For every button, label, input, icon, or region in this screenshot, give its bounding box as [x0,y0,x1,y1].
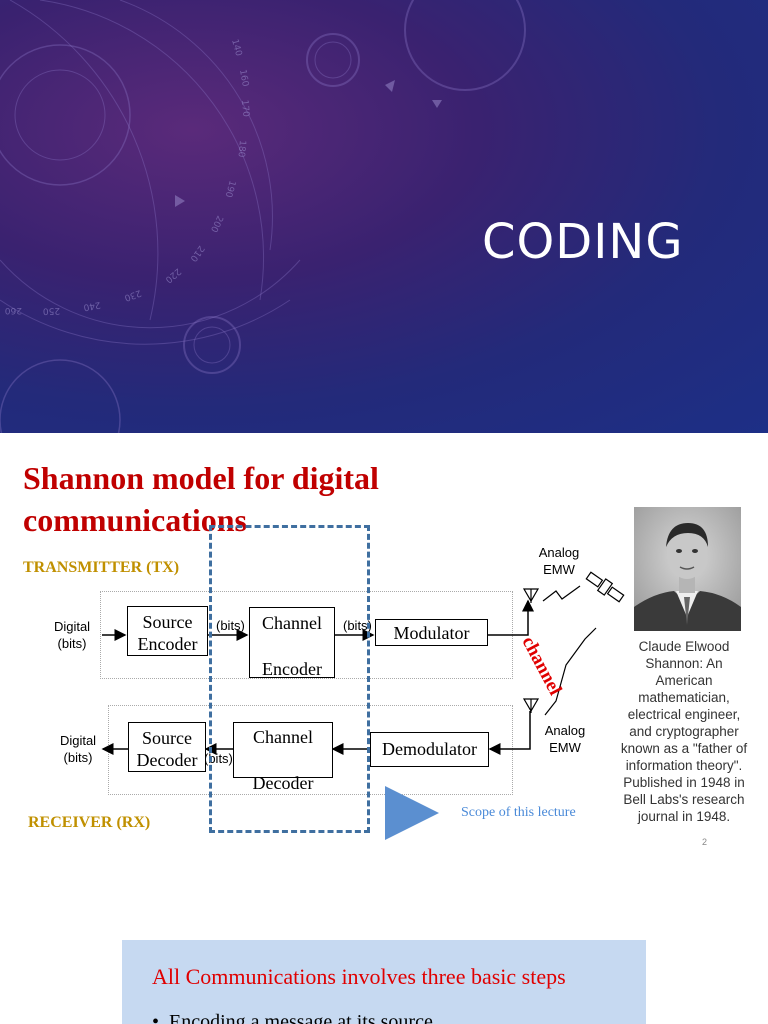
emw-text: EMW [543,562,575,577]
channel-decoder-block: Channel Decoder [233,722,333,793]
digital-bits-tx-label: Digital (bits) [50,618,94,652]
block-line: Channel [262,613,322,633]
svg-text:210: 210 [188,243,206,263]
title-slide: 140 160 170 180 190 200 210 220 230 240 … [0,0,768,433]
circular-dial-decoration: 140 160 170 180 190 200 210 220 230 240 … [0,0,526,433]
shannon-model-slide: Shannon model for digital communications… [0,433,768,940]
bits-label-tx-2: (bits) [343,618,372,633]
transmitter-label: TRANSMITTER (TX) [23,559,180,576]
analog-emw-rx-label: Analog EMW [540,722,590,756]
source-encoder-block: Source Encoder [127,606,208,656]
emw-text: EMW [549,740,581,755]
digital-bits-rx-label: Digital (bits) [56,732,100,766]
channel-encoder-block: Channel Encoder [249,607,335,679]
analog-emw-tx-label: Analog EMW [534,544,584,578]
bullet-dot: • [152,1011,170,1024]
source-decoder-block: Source Decoder [128,722,206,772]
svg-text:160: 160 [237,69,250,88]
three-steps-slide: All Communications involves three basic … [0,940,768,1024]
digital-text: Digital [53,619,91,634]
block-line: Encoder [262,659,322,679]
analog-text: Analog [538,545,580,560]
analog-text: Analog [544,723,586,738]
shannon-portrait [634,507,741,631]
block-line: Source [142,728,192,748]
block-line: Encoder [137,634,198,654]
block-line: Channel [253,727,313,747]
slide-title: CODING [482,214,684,270]
block-line: Source [142,612,193,632]
modulator-block: Modulator [375,619,488,646]
svg-text:220: 220 [163,266,183,285]
highlight-box: All Communications involves three basic … [122,940,646,1024]
svg-text:250: 250 [42,305,60,316]
svg-text:190: 190 [223,179,237,198]
bits-label-tx-1: (bits) [216,618,245,633]
svg-text:140: 140 [229,38,243,57]
scope-highlight-box [209,525,370,833]
block-line: Decoder [252,773,314,793]
bullet-item: • Encoding a message at its source [152,1011,433,1024]
svg-text:170: 170 [239,99,250,117]
portrait-caption: Claude Elwood Shannon: An American mathe… [620,639,748,824]
diagram-connectors [101,571,625,840]
svg-text:200: 200 [208,214,224,234]
svg-text:180: 180 [235,140,246,158]
receiver-label: RECEIVER (RX) [28,814,151,831]
bits-text: (bits) [63,750,93,765]
scope-label: Scope of this lecture [461,805,576,820]
slide-heading: All Communications involves three basic … [152,964,566,989]
digital-text: Digital [59,733,97,748]
bits-text: (bits) [57,636,87,651]
page-number: 2 [702,837,708,847]
demodulator-block: Demodulator [370,732,489,767]
svg-text:240: 240 [82,299,101,312]
svg-text:260: 260 [5,305,22,315]
svg-text:230: 230 [123,287,143,302]
bullet-text: Encoding a message at its source [169,1011,433,1024]
block-line: Decoder [136,750,198,770]
